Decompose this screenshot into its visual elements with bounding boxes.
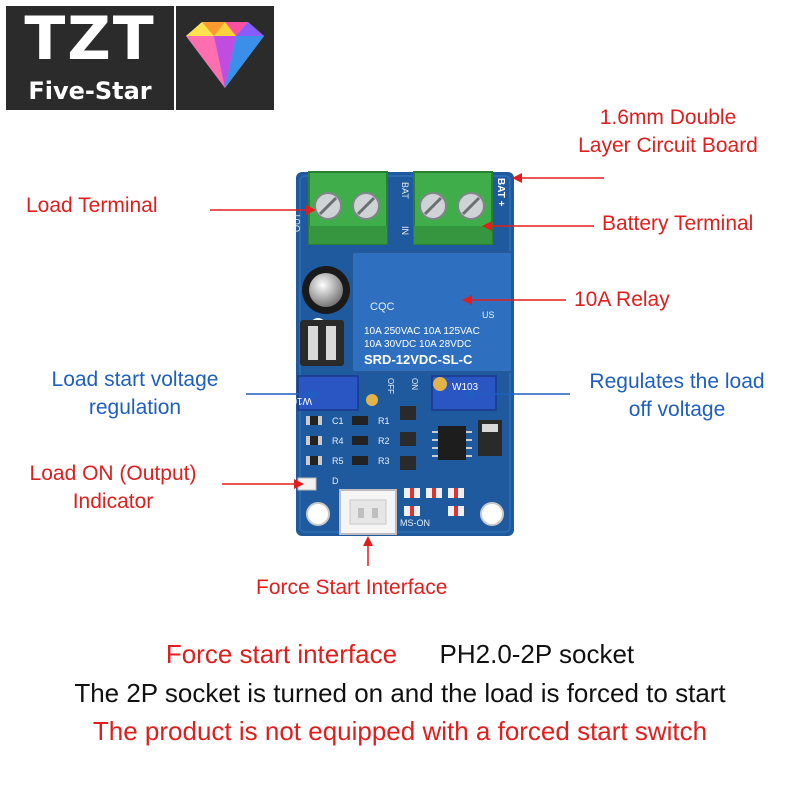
callout-arrows xyxy=(210,173,604,566)
board-spec-line2: Layer Circuit Board xyxy=(578,134,758,157)
start-voltage-line1: Load start voltage xyxy=(51,368,219,391)
socket-spec-red: Force start interface xyxy=(165,639,398,669)
off-silkscreen: OFF xyxy=(386,378,395,394)
indicator-line2: Indicator xyxy=(72,490,154,513)
no-switch-notice: The product is not equipped with a force… xyxy=(92,716,708,746)
off-voltage-line1: Regulates the load xyxy=(589,370,765,393)
relay-model-text: SRD-12VDC-SL-C xyxy=(364,352,473,367)
relay-rating-2: 10A 30VDC 10A 28VDC xyxy=(364,339,471,350)
battery-terminal-label: Battery Terminal xyxy=(602,212,754,235)
svg-text:W103: W103 xyxy=(285,395,312,406)
relay-10a: CQC US 10A 250VAC 10A 125VAC 10A 30VDC 1… xyxy=(351,251,513,373)
c1-silkscreen: C1 xyxy=(332,416,344,426)
relay-rating-1: 10A 250VAC 10A 125VAC xyxy=(364,326,480,337)
logo-gem-panel xyxy=(176,6,274,110)
force-start-label: Force Start Interface xyxy=(256,576,448,599)
r1-silkscreen: R1 xyxy=(378,416,390,426)
battery-terminal-block xyxy=(413,171,493,245)
r3-silkscreen: R3 xyxy=(378,456,390,466)
start-voltage-line2: regulation xyxy=(88,396,182,419)
off-voltage-line2: off voltage xyxy=(628,398,726,421)
d-silkscreen: D xyxy=(332,476,339,486)
ph2-socket xyxy=(339,489,397,535)
board-spec-label: 1.6mm Double Layer Circuit Board xyxy=(556,104,780,160)
trim-screw-left xyxy=(366,394,378,406)
off-voltage-label: Regulates the load off voltage xyxy=(570,368,784,424)
socket-spec-black: PH2.0-2P socket xyxy=(439,639,635,669)
r5-silkscreen: R5 xyxy=(332,456,344,466)
socket-spec-line: Force start interface PH2.0-2P socket xyxy=(0,637,800,671)
pot-right-off-voltage: W103 xyxy=(431,375,497,411)
indicator-label: Load ON (Output) Indicator xyxy=(10,460,216,516)
load-terminal-label: Load Terminal xyxy=(26,194,158,217)
board-spec-line1: 1.6mm Double xyxy=(599,106,737,129)
r2-silkscreen: R2 xyxy=(378,436,390,446)
svg-text:W103: W103 xyxy=(452,382,479,393)
ms-on-silkscreen: MS-ON xyxy=(400,518,430,528)
indicator-line1: Load ON (Output) xyxy=(29,462,197,485)
left-transistor xyxy=(300,320,344,366)
logo-main-text: TZT xyxy=(24,4,156,74)
relay-brand-text: CQC xyxy=(370,301,395,313)
ic-chip xyxy=(432,426,472,460)
electrolytic-capacitor xyxy=(302,266,350,314)
r4-silkscreen: R4 xyxy=(332,436,344,446)
brand-logo: TZT Five-Star xyxy=(6,6,174,110)
load-terminal-block xyxy=(308,171,388,245)
bat-plus-silkscreen: BAT + xyxy=(495,178,506,207)
smd-components xyxy=(306,406,416,470)
force-start-description: The 2P socket is turned on and the load … xyxy=(74,678,726,708)
in-silkscreen: IN xyxy=(400,226,410,235)
pot-left-start-voltage: W103 xyxy=(285,375,359,411)
diodes xyxy=(404,488,464,516)
diamond-gem-icon xyxy=(186,22,264,88)
relay-us-text: US xyxy=(482,310,495,320)
relay-label: 10A Relay xyxy=(574,288,670,311)
bat-minus-silkscreen: BAT xyxy=(400,182,410,199)
out-silkscreen: OUT xyxy=(292,213,302,233)
on-silkscreen: ON xyxy=(410,378,419,390)
logo-sub-text: Five-Star xyxy=(28,77,152,105)
start-voltage-label: Load start voltage regulation xyxy=(30,366,240,422)
